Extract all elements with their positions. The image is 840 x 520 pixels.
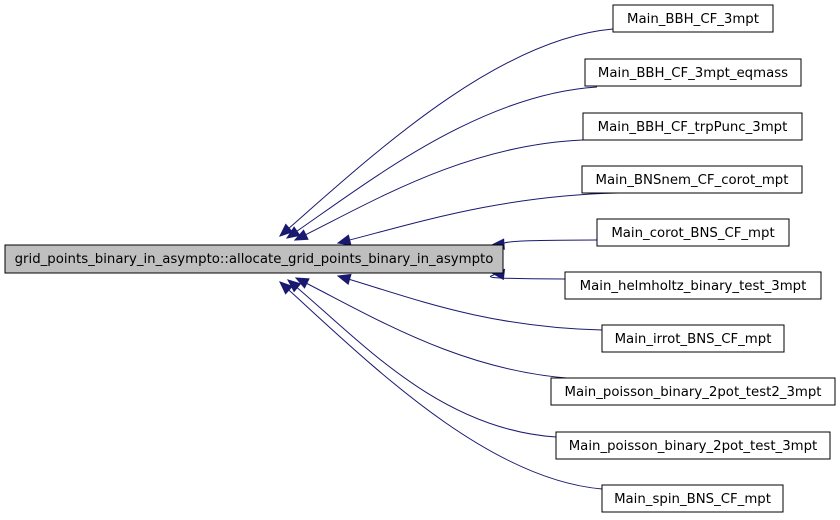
caller-node-box	[601, 484, 784, 513]
caller-node-label: Main_spin_BNS_CF_mpt	[614, 492, 771, 507]
root-node-box	[4, 244, 504, 274]
caller-node-box	[581, 165, 803, 194]
caller-node-box	[555, 431, 831, 460]
caller-node-main-poisson-binary-2pot-test-3mpt[interactable]: Main_poisson_binary_2pot_test_3mpt	[555, 431, 831, 460]
caller-node-label: Main_BBH_CF_trpPunc_3mpt	[598, 120, 788, 135]
caller-node-main-irrot-bns-cf-mpt[interactable]: Main_irrot_BNS_CF_mpt	[601, 324, 785, 353]
caller-node-main-bbh-cf-trppunc-3mpt[interactable]: Main_BBH_CF_trpPunc_3mpt	[582, 112, 803, 141]
root-node-label: grid_points_binary_in_asympto::allocate_…	[15, 252, 494, 267]
caller-node-box	[612, 4, 774, 33]
caller-node-box	[601, 324, 785, 353]
call-edge-arrowhead	[336, 234, 352, 246]
caller-node-label: Main_BBH_CF_3mpt_eqmass	[598, 66, 788, 81]
call-edge-main-bnsnem-cf-corot-mpt	[337, 192, 619, 244]
caller-node-box	[584, 58, 802, 87]
caller-node-label: Main_poisson_binary_2pot_test2_3mpt	[564, 385, 821, 400]
root-node[interactable]: grid_points_binary_in_asympto::allocate_…	[4, 244, 504, 274]
call-edge-main-poisson-binary-2pot-test2-3mpt	[295, 277, 583, 380]
caller-node-label: Main_poisson_binary_2pot_test_3mpt	[569, 439, 818, 454]
call-edge-arrowhead	[336, 273, 352, 285]
caller-node-main-spin-bns-cf-mpt[interactable]: Main_spin_BNS_CF_mpt	[601, 484, 784, 513]
call-edge-arrowhead	[279, 281, 294, 295]
caller-node-label: Main_BNSnem_CF_corot_mpt	[596, 173, 789, 188]
caller-node-main-corot-bns-cf-mpt[interactable]: Main_corot_BNS_CF_mpt	[596, 218, 790, 247]
caller-node-main-bbh-cf-3mpt[interactable]: Main_BBH_CF_3mpt	[612, 4, 774, 33]
caller-node-main-helmholtz-binary-test-3mpt[interactable]: Main_helmholtz_binary_test_3mpt	[564, 271, 822, 300]
caller-node-main-bnsnem-cf-corot-mpt[interactable]: Main_BNSnem_CF_corot_mpt	[581, 165, 803, 194]
call-edge-arrowhead	[285, 226, 301, 239]
caller-node-box	[564, 271, 822, 300]
call-edge-main-corot-bns-cf-mpt	[491, 239, 598, 246]
call-edge-main-bbh-cf-3mpt-eqmass	[286, 86, 598, 239]
call-graph-edges	[279, 28, 619, 490]
caller-node-main-poisson-binary-2pot-test2-3mpt[interactable]: Main_poisson_binary_2pot_test2_3mpt	[550, 377, 836, 406]
call-edge-main-spin-bns-cf-mpt	[279, 281, 603, 490]
call-edge-arrowhead	[279, 223, 294, 237]
caller-node-box	[550, 377, 836, 406]
call-edge-main-bbh-cf-3mpt	[279, 28, 614, 237]
call-graph-nodes: grid_points_binary_in_asympto::allocate_…	[4, 4, 836, 513]
caller-node-label: Main_irrot_BNS_CF_mpt	[615, 332, 772, 347]
caller-node-box	[596, 218, 790, 247]
call-edge-arrowhead	[293, 229, 309, 241]
caller-node-main-bbh-cf-3mpt-eqmass[interactable]: Main_BBH_CF_3mpt_eqmass	[584, 58, 802, 87]
call-edge-main-bbh-cf-trppunc-3mpt	[294, 139, 584, 241]
call-edge-arrowhead	[294, 277, 310, 289]
caller-node-label: Main_corot_BNS_CF_mpt	[611, 226, 774, 241]
caller-node-box	[582, 112, 803, 141]
call-edge-main-irrot-bns-cf-mpt	[337, 275, 603, 331]
caller-node-label: Main_helmholtz_binary_test_3mpt	[580, 279, 807, 294]
caller-node-label: Main_BBH_CF_3mpt	[627, 12, 759, 27]
call-edge-main-poisson-binary-2pot-test-3mpt	[287, 279, 557, 438]
